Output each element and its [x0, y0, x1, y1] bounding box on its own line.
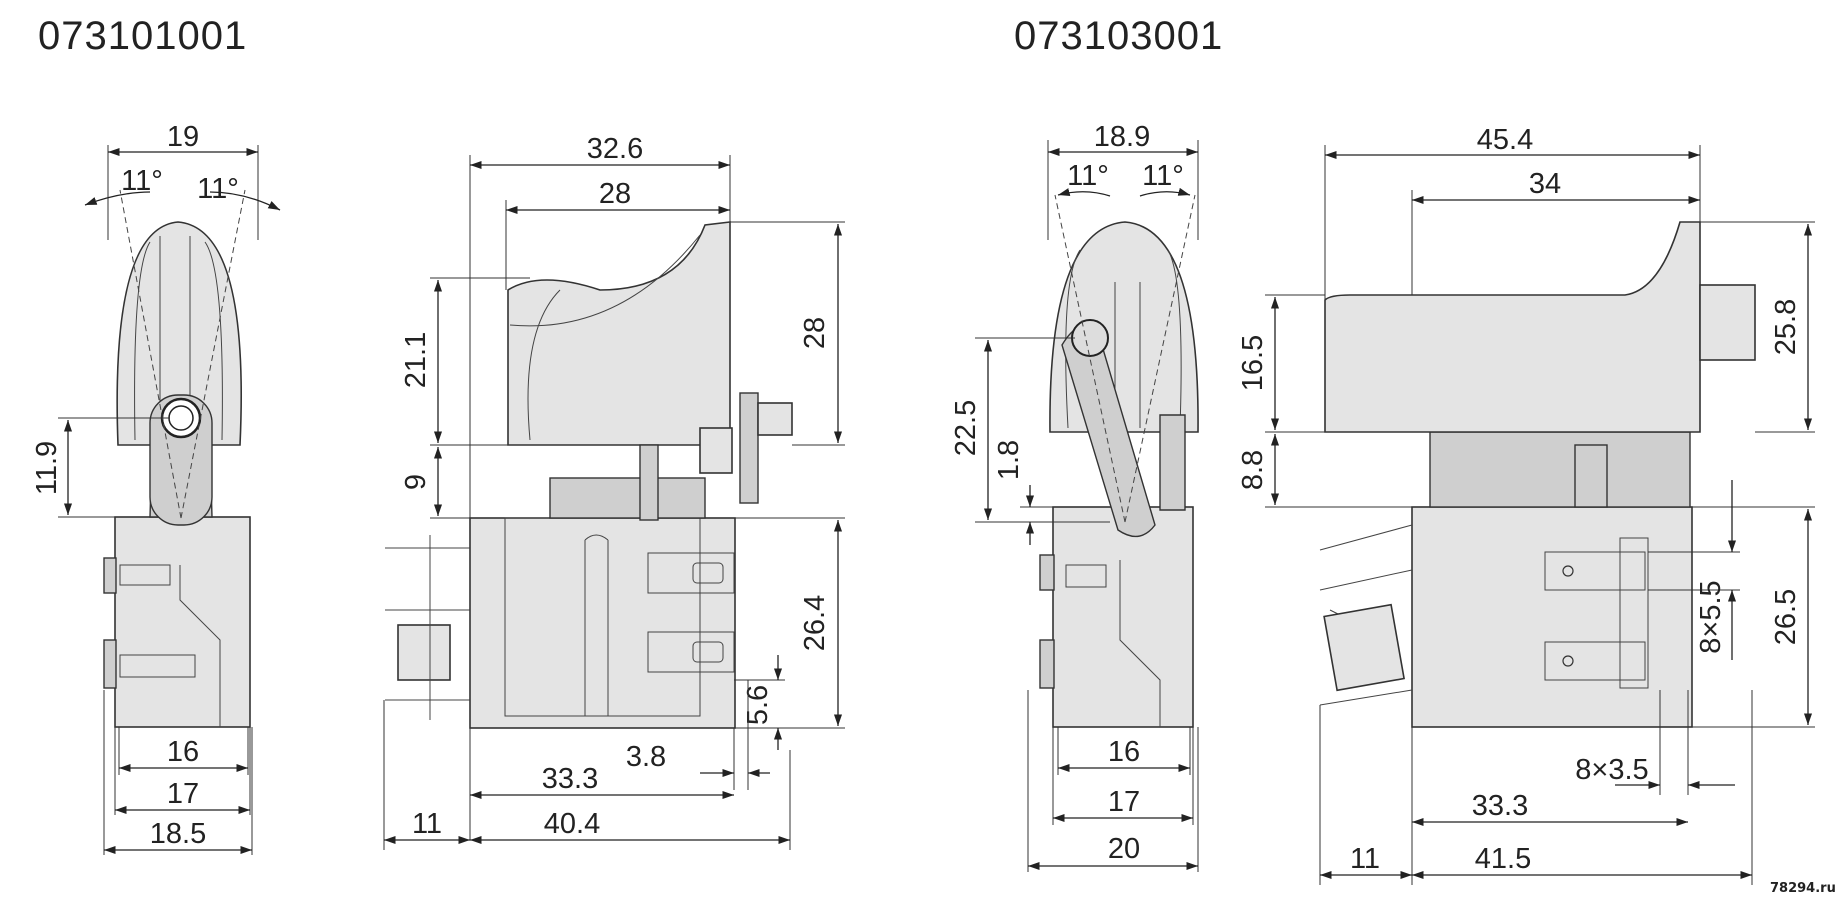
dim-17: 17 — [167, 778, 199, 810]
dim-1-8: 1.8 — [993, 440, 1025, 480]
dim-25-8: 25.8 — [1770, 299, 1802, 355]
dim-28-right: 28 — [799, 317, 831, 349]
dim-angle-left: 11° — [121, 165, 163, 197]
dim-26-5: 26.5 — [1770, 589, 1802, 645]
switch-body-side — [469, 517, 736, 729]
trigger-side — [1324, 221, 1701, 433]
dim-angle-left: 11° — [1067, 160, 1109, 192]
left-front-dims: 19 11° 11° 11.9 16 17 18.5 — [31, 121, 281, 855]
dim-3-8: 3.8 — [626, 741, 666, 773]
dim-8x3-5: 8×3.5 — [1575, 754, 1648, 786]
dim-20: 20 — [1108, 833, 1140, 865]
trigger-side — [507, 221, 731, 446]
dim-22-5: 22.5 — [950, 400, 982, 456]
dim-9: 9 — [400, 474, 432, 490]
dim-34: 34 — [1529, 168, 1561, 200]
dim-33-3: 33.3 — [1472, 790, 1528, 822]
trigger-front — [116, 221, 243, 446]
dim-8-8: 8.8 — [1237, 450, 1269, 490]
dim-18-5: 18.5 — [150, 818, 206, 850]
right-front-view — [1039, 194, 1199, 728]
dim-33-3: 33.3 — [542, 763, 598, 795]
dim-18-9: 18.9 — [1094, 121, 1150, 153]
dim-16-5: 16.5 — [1237, 335, 1269, 391]
left-front-view — [103, 189, 251, 728]
dim-angle-right: 11° — [197, 173, 239, 205]
dim-45-4: 45.4 — [1477, 124, 1533, 156]
watermark: 78294.ru — [1770, 881, 1835, 896]
model-title-left: 073101001 — [38, 14, 248, 58]
dim-angle-right: 11° — [1142, 160, 1184, 192]
dim-41-5: 41.5 — [1475, 843, 1531, 875]
dim-5-6: 5.6 — [742, 685, 774, 725]
switch-body — [114, 516, 251, 728]
dim-11-9: 11.9 — [31, 441, 63, 495]
switch-body — [1052, 506, 1194, 728]
dim-11-right: 11 — [1350, 843, 1380, 875]
dim-28-top: 28 — [599, 178, 631, 210]
left-side-view — [385, 221, 793, 729]
trigger-front — [1049, 221, 1199, 433]
switch-body-side — [1411, 506, 1693, 728]
right-side-view — [1319, 221, 1756, 728]
right-front-dims: 18.9 11° 11° 22.5 1.8 16 17 20 — [950, 121, 1199, 872]
left-side-dims: 32.6 28 21.1 9 28 26.4 5.6 3.8 33.3 11 — [383, 133, 845, 850]
dim-40-4: 40.4 — [544, 808, 600, 840]
dim-21-1: 21.1 — [400, 332, 432, 388]
dim-17: 17 — [1108, 786, 1140, 818]
dim-16: 16 — [1108, 736, 1140, 768]
dim-16: 16 — [167, 736, 199, 768]
dim-11-left: 11 — [412, 808, 442, 840]
dim-19: 19 — [167, 121, 199, 153]
model-title-right: 073103001 — [1014, 14, 1224, 58]
right-side-dims: 45.4 34 16.5 8.8 25.8 26.5 8×5.5 8×3.5 3… — [1237, 124, 1815, 885]
dim-26-4: 26.4 — [799, 595, 831, 651]
dim-8x5-5: 8×5.5 — [1695, 580, 1727, 653]
dim-32-6: 32.6 — [587, 133, 643, 165]
